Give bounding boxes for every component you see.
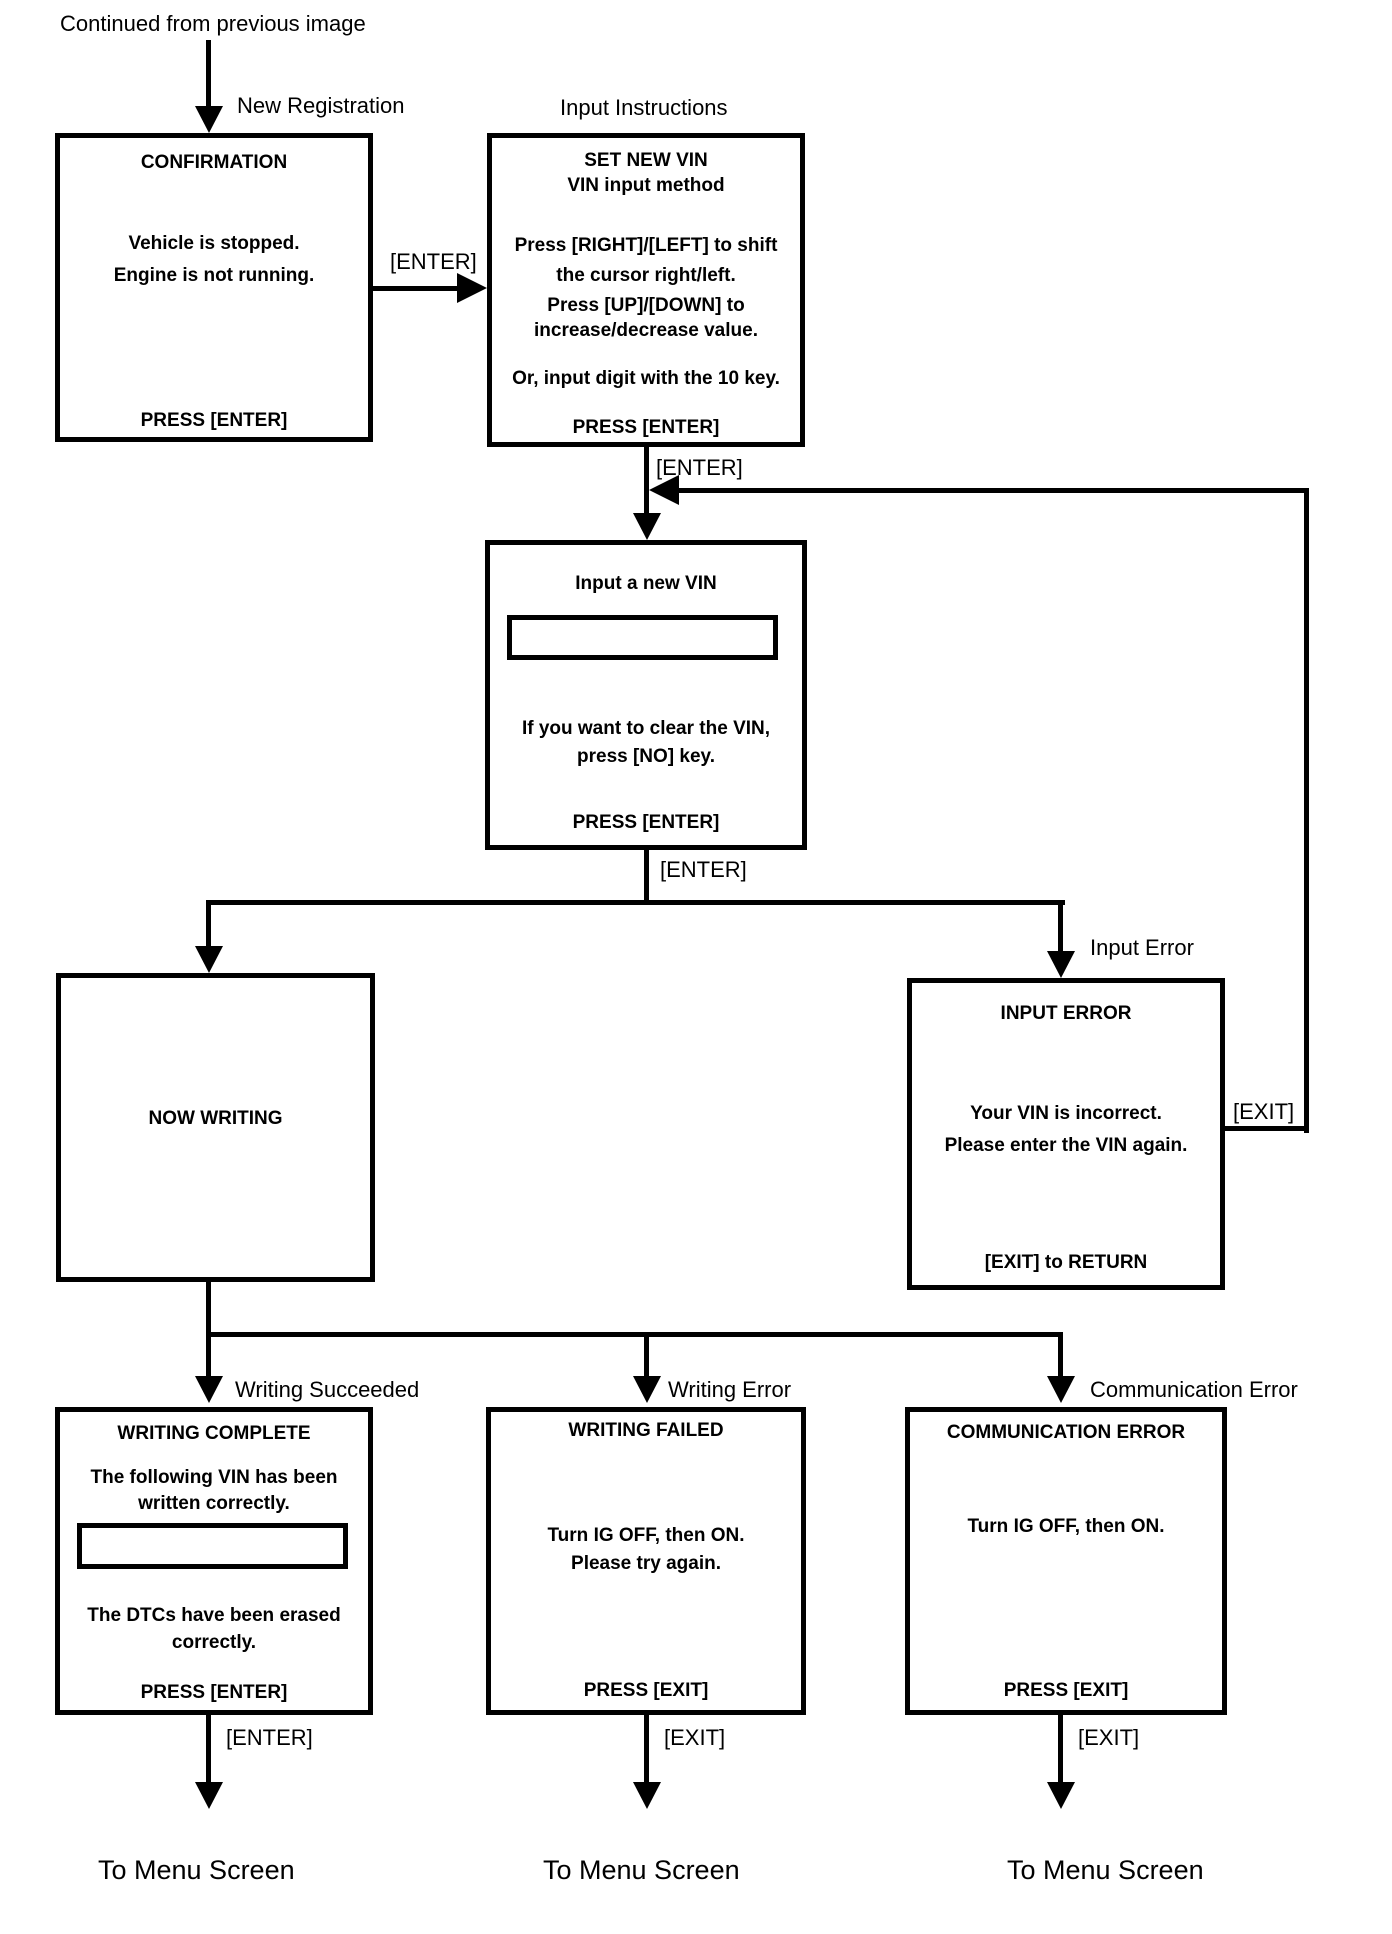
screen-title: WRITING FAILED [568, 1420, 724, 1441]
connector-line [644, 1715, 649, 1783]
arrowhead-left-icon [649, 475, 679, 505]
vin-display-field [77, 1523, 348, 1569]
arrowhead-down-icon [1047, 1376, 1075, 1403]
exit-key-label: [EXIT] [1078, 1725, 1140, 1750]
screen-title: COMMUNICATION ERROR [946, 1422, 1186, 1443]
screen-text: The DTCs have been erased [87, 1605, 341, 1626]
screen-text: written correctly. [138, 1493, 290, 1514]
arrowhead-down-icon [1047, 951, 1075, 978]
connector-line [1225, 1126, 1309, 1131]
to-menu-screen-label: To Menu Screen [1007, 1855, 1204, 1885]
screen-footer: PRESS [EXIT] [1003, 1680, 1129, 1701]
connector-line [206, 1332, 1063, 1337]
screen-text: Press [RIGHT]/[LEFT] to shift [514, 235, 778, 256]
screen-footer: [EXIT] to RETURN [984, 1252, 1148, 1273]
connector-line [644, 447, 649, 514]
to-menu-screen-label: To Menu Screen [98, 1855, 295, 1885]
screen-footer: PRESS [ENTER] [140, 410, 288, 431]
enter-key-label: [ENTER] [390, 249, 477, 274]
connector-line [206, 1282, 211, 1337]
now-writing-screen: NOW WRITING [56, 973, 375, 1282]
writing-complete-screen: WRITING COMPLETE The following VIN has b… [55, 1407, 373, 1715]
connector-line [373, 286, 459, 291]
screen-footer: PRESS [ENTER] [572, 417, 720, 438]
connector-line [1058, 900, 1063, 952]
screen-text: Turn IG OFF, then ON. [967, 1516, 1165, 1537]
arrowhead-down-icon [195, 1782, 223, 1809]
screen-text: correctly. [171, 1632, 257, 1653]
screen-text: the cursor right/left. [556, 265, 736, 286]
vin-input-field[interactable] [507, 615, 778, 660]
screen-text: Please enter the VIN again. [944, 1135, 1188, 1156]
writing-succeeded-label: Writing Succeeded [235, 1377, 420, 1402]
screen-title: INPUT ERROR [1000, 1003, 1132, 1024]
screen-text: increase/decrease value. [534, 320, 758, 341]
connector-line [644, 1332, 649, 1377]
screen-text: Your VIN is incorrect. [970, 1103, 1162, 1124]
connector-line [1058, 1332, 1063, 1377]
screen-text: Turn IG OFF, then ON. [547, 1525, 745, 1546]
exit-key-label: [EXIT] [664, 1725, 726, 1750]
arrowhead-right-icon [457, 273, 487, 303]
arrowhead-down-icon [633, 1782, 661, 1809]
screen-text: Vehicle is stopped. [128, 233, 300, 254]
screen-title: Input a new VIN [575, 573, 717, 594]
screen-title: WRITING COMPLETE [117, 1423, 311, 1444]
screen-title: CONFIRMATION [140, 152, 288, 173]
screen-text: Please try again. [571, 1553, 721, 1574]
arrowhead-down-icon [633, 1376, 661, 1403]
arrowhead-down-icon [195, 946, 223, 973]
screen-text: Or, input digit with the 10 key. [512, 368, 780, 389]
arrowhead-down-icon [195, 1376, 223, 1403]
connector-line [206, 1715, 211, 1783]
screen-footer: PRESS [ENTER] [140, 1682, 288, 1703]
arrowhead-down-icon [1047, 1782, 1075, 1809]
screen-text: Engine is not running. [113, 265, 315, 286]
continued-from-previous-label: Continued from previous image [60, 11, 366, 36]
screen-text: The following VIN has been [90, 1467, 338, 1488]
screen-text: press [NO] key. [577, 746, 715, 767]
connector-line [206, 40, 211, 108]
screen-text: If you want to clear the VIN, [521, 718, 771, 739]
communication-error-screen: COMMUNICATION ERROR Turn IG OFF, then ON… [905, 1407, 1227, 1715]
connector-line [644, 850, 649, 902]
writing-error-label: Writing Error [668, 1377, 792, 1402]
connector-line [206, 900, 1065, 905]
enter-key-label: [ENTER] [660, 857, 747, 882]
screen-title: NOW WRITING [148, 1108, 283, 1129]
connector-line [677, 488, 1309, 493]
connector-line [206, 900, 211, 947]
arrowhead-down-icon [195, 106, 223, 133]
connector-line [206, 1332, 211, 1377]
screen-subtitle: VIN input method [567, 175, 725, 196]
confirmation-screen: CONFIRMATION Vehicle is stopped. Engine … [55, 133, 373, 442]
connector-line [1304, 488, 1309, 1133]
new-registration-label: New Registration [237, 93, 405, 118]
screen-title: SET NEW VIN [584, 150, 708, 171]
communication-error-label: Communication Error [1090, 1377, 1298, 1402]
to-menu-screen-label: To Menu Screen [543, 1855, 740, 1885]
screen-footer: PRESS [EXIT] [583, 1680, 709, 1701]
arrowhead-down-icon [633, 513, 661, 540]
input-error-label: Input Error [1090, 935, 1194, 960]
connector-line [1058, 1715, 1063, 1783]
enter-key-label: [ENTER] [226, 1725, 313, 1750]
writing-failed-screen: WRITING FAILED Turn IG OFF, then ON. Ple… [486, 1407, 806, 1715]
input-error-screen: INPUT ERROR Your VIN is incorrect. Pleas… [907, 978, 1225, 1290]
exit-key-label: [EXIT] [1233, 1099, 1295, 1124]
set-new-vin-screen: SET NEW VIN VIN input method Press [RIGH… [487, 133, 805, 447]
screen-footer: PRESS [ENTER] [572, 812, 720, 833]
screen-text: Press [UP]/[DOWN] to [547, 295, 745, 316]
input-new-vin-screen: Input a new VIN If you want to clear the… [485, 540, 807, 850]
input-instructions-label: Input Instructions [560, 95, 728, 120]
